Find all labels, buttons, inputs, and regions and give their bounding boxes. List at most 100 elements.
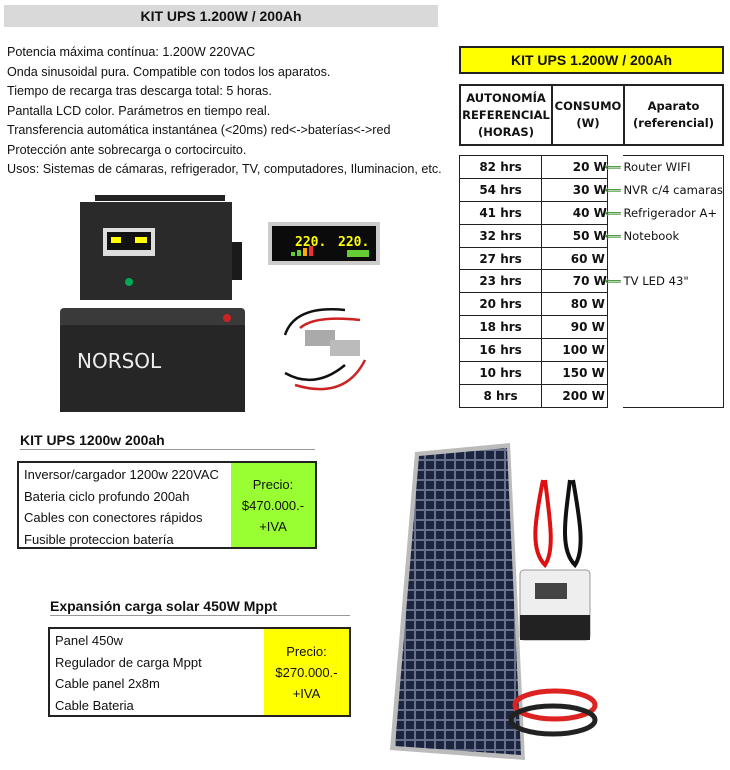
kit-item: Regulador de carga Mppt — [55, 654, 202, 670]
watts-cell: 90 W — [541, 315, 608, 340]
header-device: Aparato (referencial) — [623, 84, 724, 146]
inverter-image — [80, 195, 242, 300]
watts-cell: 30 W — [541, 177, 608, 202]
mppt-controller-image — [519, 569, 591, 641]
spec-line: Potencia máxima contínua: 1.200W 220VAC — [7, 45, 256, 59]
device-cell: ⟸Router WIFI — [604, 156, 723, 179]
kit-item: Cable Bateria — [55, 697, 134, 713]
watts-value: 150 W — [562, 365, 605, 380]
kit-item: Cables con conectores rápidos — [24, 510, 203, 525]
header-line: (W) — [576, 116, 600, 130]
watts-cell: 100 W — [541, 338, 608, 363]
header-line: Aparato — [647, 99, 700, 113]
ups-kit-product-image: 220. 220. NORSOL — [60, 195, 380, 412]
lcd-input-reading: 220. — [295, 235, 326, 250]
lcd-output-reading: 220. — [338, 235, 369, 250]
watts-cell: 150 W — [541, 361, 608, 385]
kit-ups-title: KIT UPS 1200w 200ah — [20, 432, 315, 450]
watts-value: 20 W — [572, 159, 607, 174]
device-cell: ⟸NVR c/4 camaras — [604, 178, 723, 201]
spec-line: Tiempo de recarga tras descarga total: 5… — [7, 84, 272, 98]
kit-ups-items: Inversor/cargador 1200w 220VAC Bateria c… — [19, 463, 231, 547]
table-row: 82 hrs 20 W⟸Router WIFI — [458, 155, 724, 179]
page-title: KIT UPS 1.200W / 200Ah — [4, 5, 438, 27]
spec-line: Usos: Sistemas de cámaras, refrigerador,… — [7, 162, 442, 176]
kit-item: Fusible proteccion batería — [24, 531, 174, 547]
solar-kit-product-image — [390, 443, 598, 760]
spec-line: Transferencia automática instantánea (<2… — [7, 123, 391, 137]
header-consumption: CONSUMO (W) — [551, 84, 625, 146]
watts-value: 100 W — [562, 343, 605, 358]
watts-cell: 50 W — [541, 223, 608, 248]
kit-ups-box: Inversor/cargador 1200w 220VAC Bateria c… — [17, 461, 317, 549]
watts-value: 70 W — [572, 274, 607, 289]
price-label: Precio: — [286, 643, 327, 659]
watts-cell: 200 W — [541, 383, 608, 408]
table-title: KIT UPS 1.200W / 200Ah — [459, 46, 724, 74]
table-row: 16 hrs 100 W — [458, 338, 724, 363]
solar-expansion-title: Expansión carga solar 450W Mppt — [50, 598, 350, 616]
price-label: Precio: — [252, 476, 294, 492]
header-line: AUTONOMÍA — [466, 90, 546, 105]
device-label: Notebook — [623, 228, 680, 243]
header-line: REFERENCIAL — [462, 107, 550, 122]
watts-value: 80 W — [570, 297, 605, 312]
solar-panel-image — [390, 443, 525, 760]
device-label: NVR c/4 camaras — [623, 182, 723, 197]
watts-value: 30 W — [572, 182, 607, 197]
table-header: AUTONOMÍA REFERENCIAL (HORAS) CONSUMO (W… — [459, 84, 724, 146]
kit-item: Cable panel 2x8m — [55, 676, 160, 691]
header-hours: AUTONOMÍA REFERENCIAL (HORAS) — [459, 84, 553, 146]
spec-line: Pantalla LCD color. Parámetros en tiempo… — [7, 103, 271, 118]
watts-value: 90 W — [570, 320, 605, 335]
hours-cell: 8 hrs — [458, 383, 543, 408]
watts-cell: 60 W — [541, 246, 608, 271]
kit-ups-price: Precio: $470.000.- +IVA — [231, 463, 315, 547]
solar-expansion-box: Panel 450w Regulador de carga Mppt Cable… — [48, 627, 351, 717]
hours-cell: 32 hrs — [458, 223, 543, 248]
solar-price: Precio: $270.000.- +IVA — [264, 629, 349, 715]
cables-image — [283, 308, 367, 391]
header-line: CONSUMO — [554, 99, 622, 113]
spec-list: Potencia máxima contínua: 1.200W 220VAC … — [7, 43, 442, 180]
device-column-border — [623, 155, 724, 408]
price-tax: +IVA — [292, 685, 321, 701]
watts-cell: 20 W — [541, 155, 608, 179]
spec-line: Protección ante sobrecarga o cortocircui… — [7, 142, 247, 157]
hours-cell: 18 hrs — [458, 315, 543, 340]
solar-cable-coil-image — [508, 688, 598, 737]
table-row: 8 hrs 200 W — [458, 383, 724, 408]
device-cell: ⟸Notebook — [604, 224, 723, 247]
price-value: $270.000.- — [275, 664, 338, 680]
device-cell: ⟸TV LED 43" — [604, 270, 723, 293]
device-cell: ⟸Refrigerador A+ — [604, 201, 723, 224]
hours-cell: 27 hrs — [458, 246, 543, 271]
watts-value: 200 W — [562, 388, 605, 403]
battery-image: NORSOL — [60, 308, 245, 412]
device-label: Refrigerador A+ — [623, 205, 718, 220]
watts-value: 60 W — [570, 251, 605, 266]
kit-item: Panel 450w — [55, 633, 123, 648]
hours-cell: 10 hrs — [458, 361, 543, 385]
arrow-left-icon: ⟸ — [604, 182, 622, 197]
price-tax: +IVA — [259, 518, 287, 534]
kit-item: Inversor/cargador 1200w 220VAC — [24, 467, 219, 482]
hours-cell: 82 hrs — [458, 155, 543, 179]
arrow-left-icon: ⟸ — [604, 274, 622, 289]
device-label: Router WIFI — [623, 159, 691, 174]
arrow-left-icon: ⟸ — [604, 159, 622, 174]
device-label: TV LED 43" — [623, 274, 689, 289]
lcd-display-image: 220. 220. — [268, 222, 380, 265]
price-value: $470.000.- — [241, 497, 305, 513]
arrow-left-icon: ⟸ — [604, 205, 622, 220]
battery-brand-label: NORSOL — [77, 349, 162, 373]
arrow-left-icon: ⟸ — [604, 228, 622, 243]
hours-cell: 16 hrs — [458, 338, 543, 363]
hours-cell: 41 hrs — [458, 200, 543, 225]
watts-value: 40 W — [572, 205, 607, 220]
header-line: (referencial) — [633, 116, 714, 130]
spec-line: Onda sinusoidal pura. Compatible con tod… — [7, 64, 331, 79]
